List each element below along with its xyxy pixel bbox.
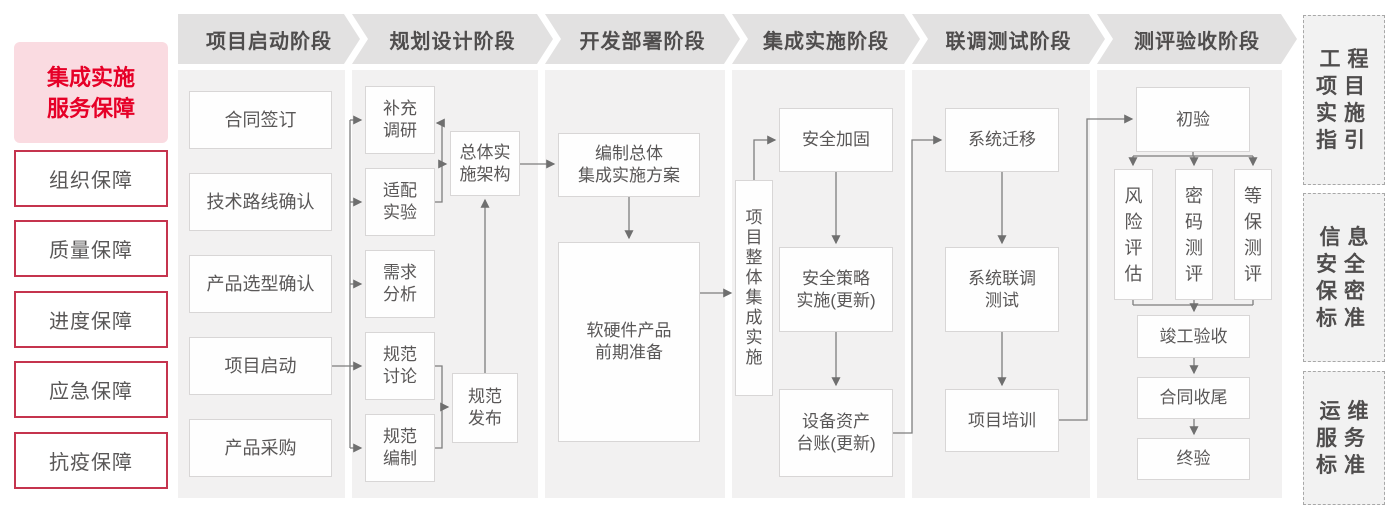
phase-header-planning-design: 规划设计阶段 <box>352 14 553 64</box>
node-initial-acceptance: 初验 <box>1136 87 1250 152</box>
phase-label: 开发部署阶段 <box>579 30 706 53</box>
phase-header-integration-implementation: 集成实施阶段 <box>732 14 920 64</box>
node-requirement-analysis: 需求 分析 <box>365 250 435 318</box>
node-spec-drafting: 规范 编制 <box>365 414 435 482</box>
node-security-hardening: 安全加固 <box>779 108 893 172</box>
item-epidemic-guarantee: 抗疫保障 <box>14 432 168 489</box>
node-tech-route-confirm: 技术路线确认 <box>189 173 332 231</box>
node-overall-integration-plan: 编制总体 集成实施方案 <box>558 133 700 197</box>
node-spec-discussion: 规范 讨论 <box>365 332 435 400</box>
node-adaptation-test: 适配 实验 <box>365 168 435 236</box>
node-project-kickoff: 项目启动 <box>189 337 332 395</box>
item-quality-guarantee: 质量保障 <box>14 220 168 277</box>
ref-om-service-standard: 运维 服务 标准 <box>1303 371 1385 505</box>
phase-label: 集成实施阶段 <box>763 30 889 53</box>
node-hw-sw-preparation: 软硬件产品 前期准备 <box>558 242 700 442</box>
ref-engineering-implementation-guide: 工程 项目 实施 指引 <box>1303 15 1385 185</box>
phase-header-joint-testing: 联调测试阶段 <box>912 14 1105 64</box>
node-supplementary-research: 补充 调研 <box>365 86 435 154</box>
phase-label: 联调测试阶段 <box>945 30 1072 53</box>
item-schedule-guarantee: 进度保障 <box>14 291 168 348</box>
node-classified-protection-evaluation: 等 保 测 评 <box>1234 169 1272 300</box>
node-contract-closure: 合同收尾 <box>1137 377 1250 419</box>
node-contract-signing: 合同签订 <box>189 91 332 149</box>
node-asset-ledger-update: 设备资产 台账(更新) <box>779 389 893 477</box>
node-crypto-evaluation: 密 码 测 评 <box>1175 169 1213 300</box>
phase-label: 项目启动阶段 <box>206 30 332 53</box>
node-product-selection-confirm: 产品选型确认 <box>189 255 332 313</box>
node-final-acceptance: 终验 <box>1137 438 1250 480</box>
sidebar-title-integration-service-guarantee: 集成实施 服务保障 <box>14 42 168 143</box>
node-overall-project-integration: 项 目 整 体 集 成 实 施 <box>735 180 773 396</box>
node-security-policy-implementation: 安全策略 实施(更新) <box>779 247 893 332</box>
ref-infosec-confidentiality-standard: 信息 安全 保密 标准 <box>1303 193 1385 362</box>
node-spec-release: 规范 发布 <box>452 373 518 443</box>
phase-label: 测评验收阶段 <box>1134 30 1260 53</box>
node-system-joint-testing: 系统联调 测试 <box>945 247 1059 332</box>
item-organization-guarantee: 组织保障 <box>14 150 168 207</box>
node-completion-acceptance: 竣工验收 <box>1137 315 1250 358</box>
node-overall-implementation-architecture: 总体实 施架构 <box>450 131 520 196</box>
phase-label: 规划设计阶段 <box>389 30 516 53</box>
phase-header-dev-deployment: 开发部署阶段 <box>545 14 740 64</box>
node-system-migration: 系统迁移 <box>945 108 1059 172</box>
item-emergency-guarantee: 应急保障 <box>14 361 168 418</box>
node-risk-assessment: 风 险 评 估 <box>1114 169 1153 300</box>
node-project-training: 项目培训 <box>945 389 1059 452</box>
phase-header-evaluation-acceptance: 测评验收阶段 <box>1097 14 1297 64</box>
phase-header-project-kickoff: 项目启动阶段 <box>178 14 360 64</box>
node-product-procurement: 产品采购 <box>189 419 332 477</box>
